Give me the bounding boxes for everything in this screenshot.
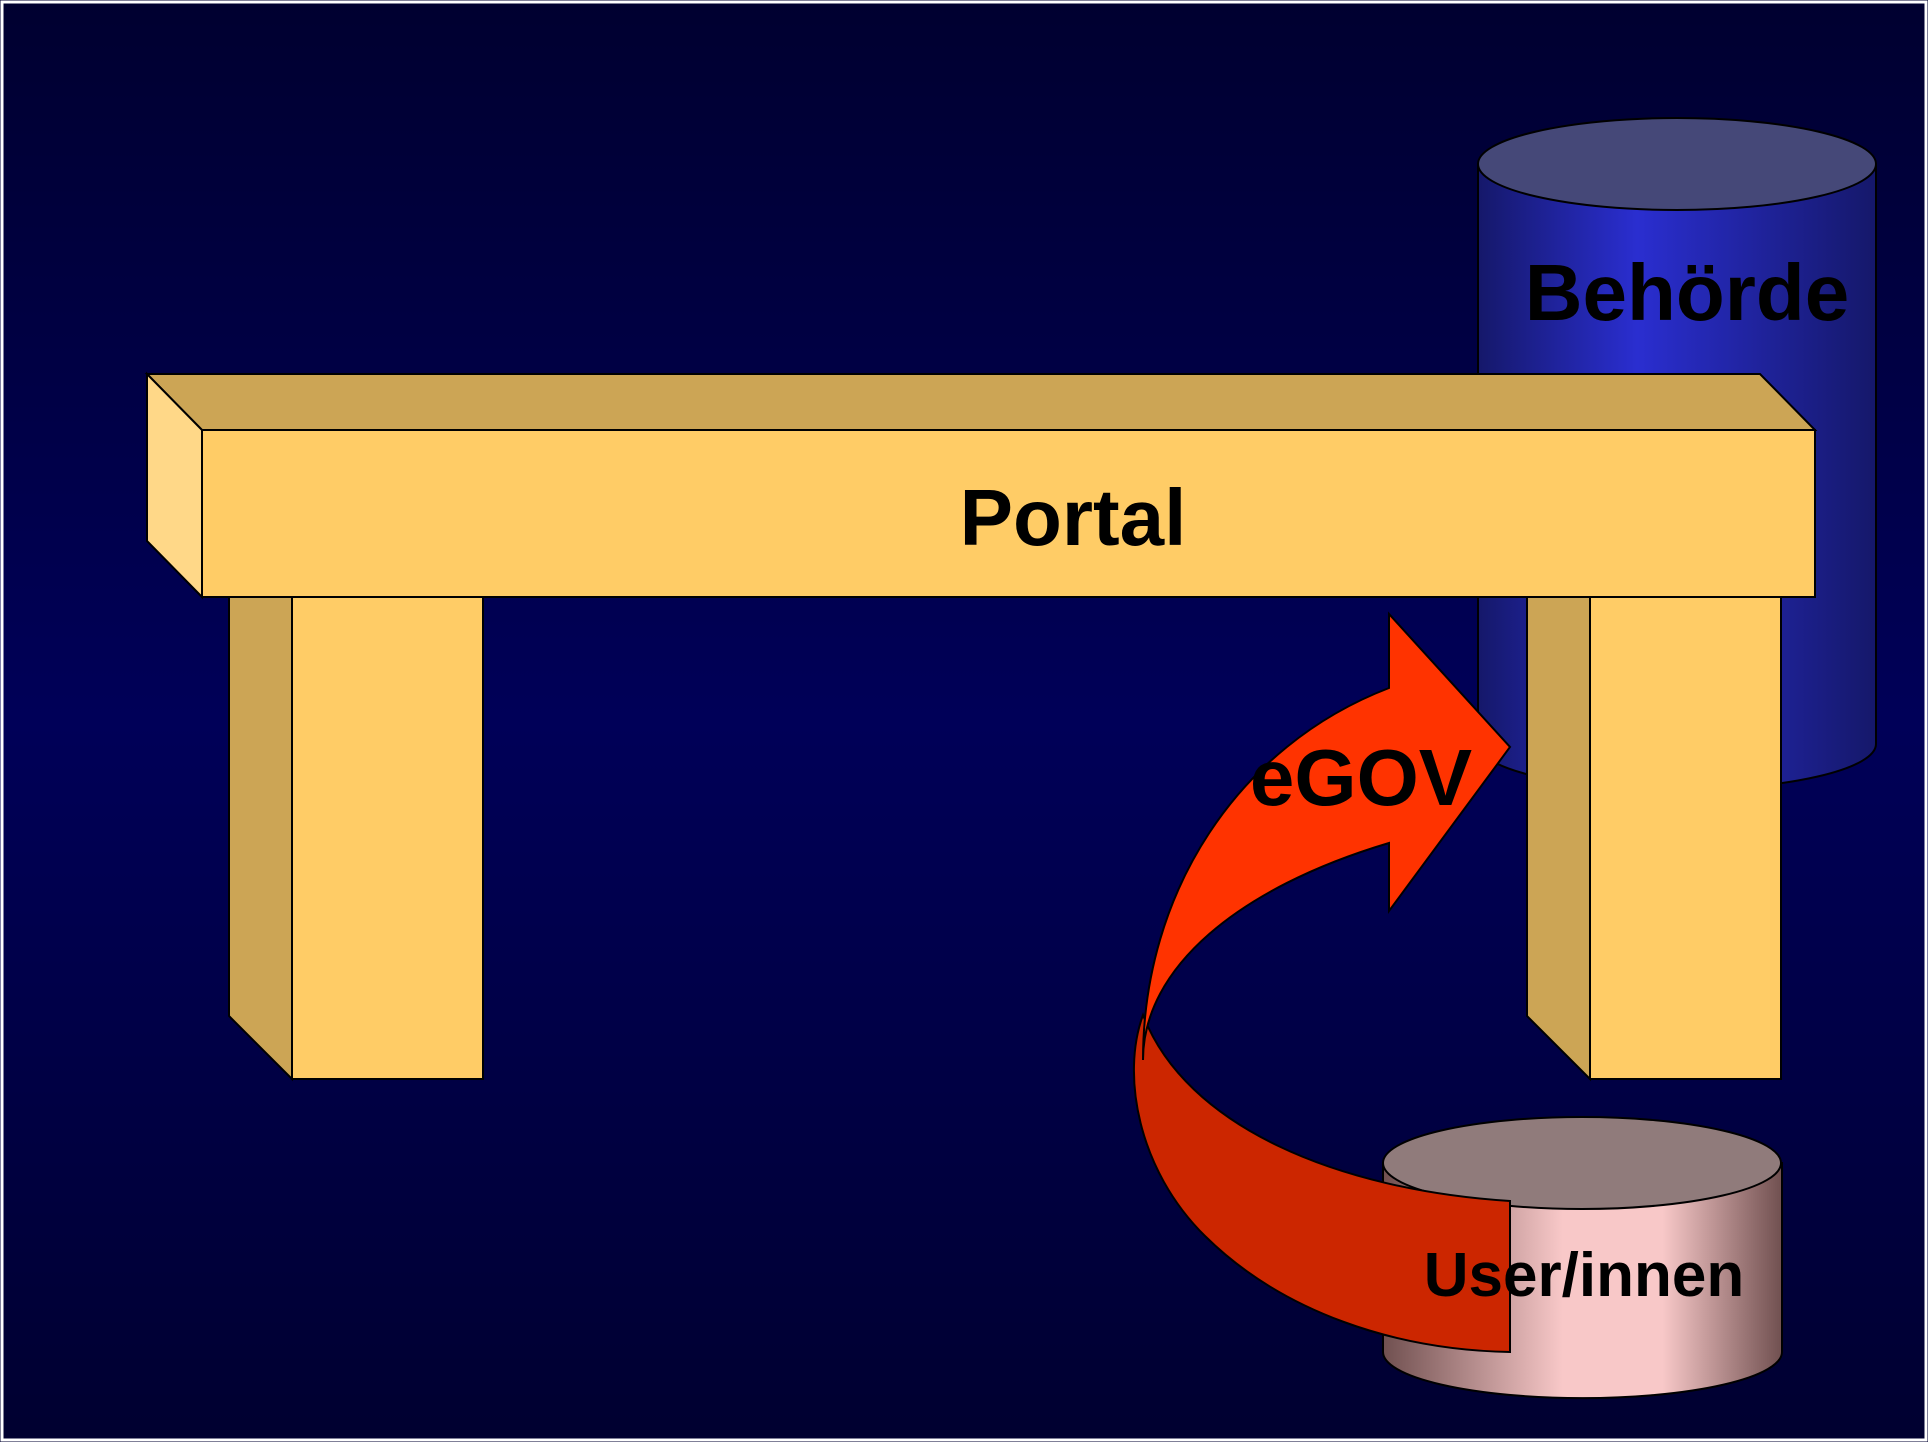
- authority-cylinder-cap: [1477, 117, 1877, 211]
- portal-right-leg: [1526, 596, 1782, 1082]
- portal-beam: Portal: [144, 371, 1818, 600]
- portal-right-leg-side: [1526, 596, 1591, 1082]
- egov-arrow-upper-band: [1142, 611, 1512, 1061]
- portal-left-leg: [228, 596, 484, 1082]
- egov-label: eGOV: [1250, 733, 1472, 822]
- egov-arrow: eGOV: [1132, 611, 1512, 1354]
- portal-label: Portal: [960, 473, 1187, 562]
- portal-left-leg-front: [291, 596, 484, 1080]
- users-label: User/innen: [1424, 1241, 1744, 1310]
- portal-beam-front: [201, 429, 1816, 598]
- users-cylinder-cap: [1382, 1116, 1782, 1210]
- authority-label: Behörde: [1525, 248, 1850, 337]
- portal-beam-top: [144, 373, 1818, 431]
- portal-left-leg-side: [228, 596, 293, 1082]
- egov-arrow-lower-band: [1132, 1012, 1511, 1354]
- portal-right-leg-front: [1589, 596, 1782, 1080]
